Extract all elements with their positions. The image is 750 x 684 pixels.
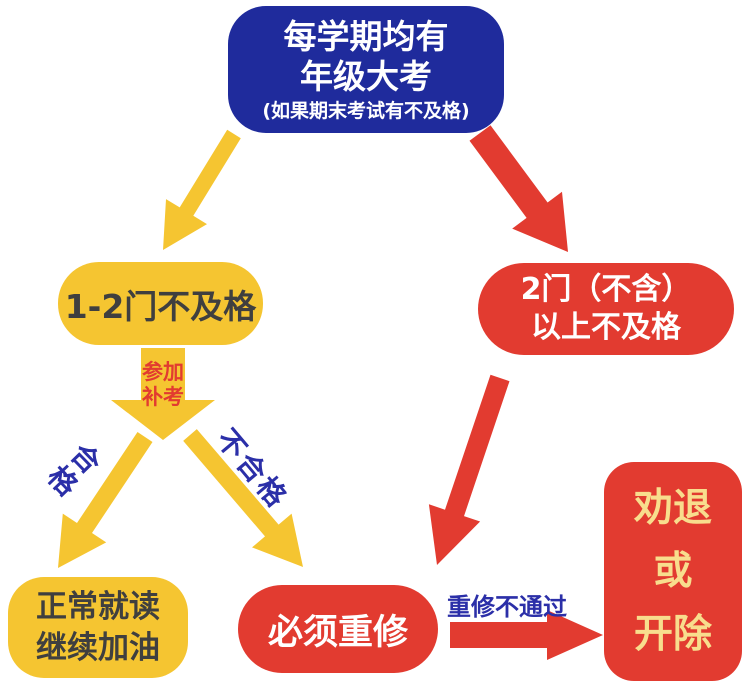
node-exam-every-semester: 每学期均有 年级大考 (如果期末考试有不及格) bbox=[228, 6, 504, 133]
expel-line3: 开除 bbox=[633, 612, 712, 657]
makeup-line1: 参加 bbox=[142, 360, 184, 384]
arrow-pass-to-normal-icon bbox=[58, 432, 153, 568]
failgt2-line2: 以上不及格 bbox=[531, 310, 681, 345]
arrow-fail-to-retake-icon bbox=[183, 429, 303, 567]
arrow-makeup-exam-icon bbox=[111, 348, 215, 440]
exam-line1: 每学期均有 bbox=[283, 16, 449, 56]
arrow-retake-to-expel-icon bbox=[450, 610, 603, 660]
edge-label-makeup-exam: 参加 补考 bbox=[134, 360, 192, 410]
expel-line1: 劝退 bbox=[633, 486, 712, 531]
expel-line2: 或 bbox=[653, 549, 693, 594]
exam-line2: 年级大考 bbox=[300, 56, 432, 96]
normal-line1: 正常就读 bbox=[36, 588, 160, 625]
makeup-line2: 补考 bbox=[142, 385, 184, 409]
node-normal-study: 正常就读 继续加油 bbox=[8, 577, 188, 678]
node-fail-more-than-2-subjects: 2门（不含） 以上不及格 bbox=[478, 263, 734, 355]
node-fail-1-2-subjects: 1-2门不及格 bbox=[58, 262, 263, 345]
arrow-failgt2-to-retake-icon bbox=[428, 374, 510, 565]
fail12-label: 1-2门不及格 bbox=[64, 286, 257, 326]
node-dismiss-or-expel: 劝退 或 开除 bbox=[604, 462, 742, 681]
arrow-exam-to-failgt2-icon bbox=[469, 125, 568, 252]
retake-label: 必须重修 bbox=[267, 612, 408, 653]
edge-label-retake-fail: 重修不通过 bbox=[447, 593, 567, 621]
failgt2-line1: 2门（不含） bbox=[520, 272, 692, 307]
normal-line2: 继续加油 bbox=[36, 629, 160, 666]
exam-note: (如果期末考试有不及格) bbox=[262, 99, 470, 122]
arrow-exam-to-fail12-icon bbox=[163, 129, 241, 250]
node-must-retake-course: 必须重修 bbox=[238, 585, 438, 673]
